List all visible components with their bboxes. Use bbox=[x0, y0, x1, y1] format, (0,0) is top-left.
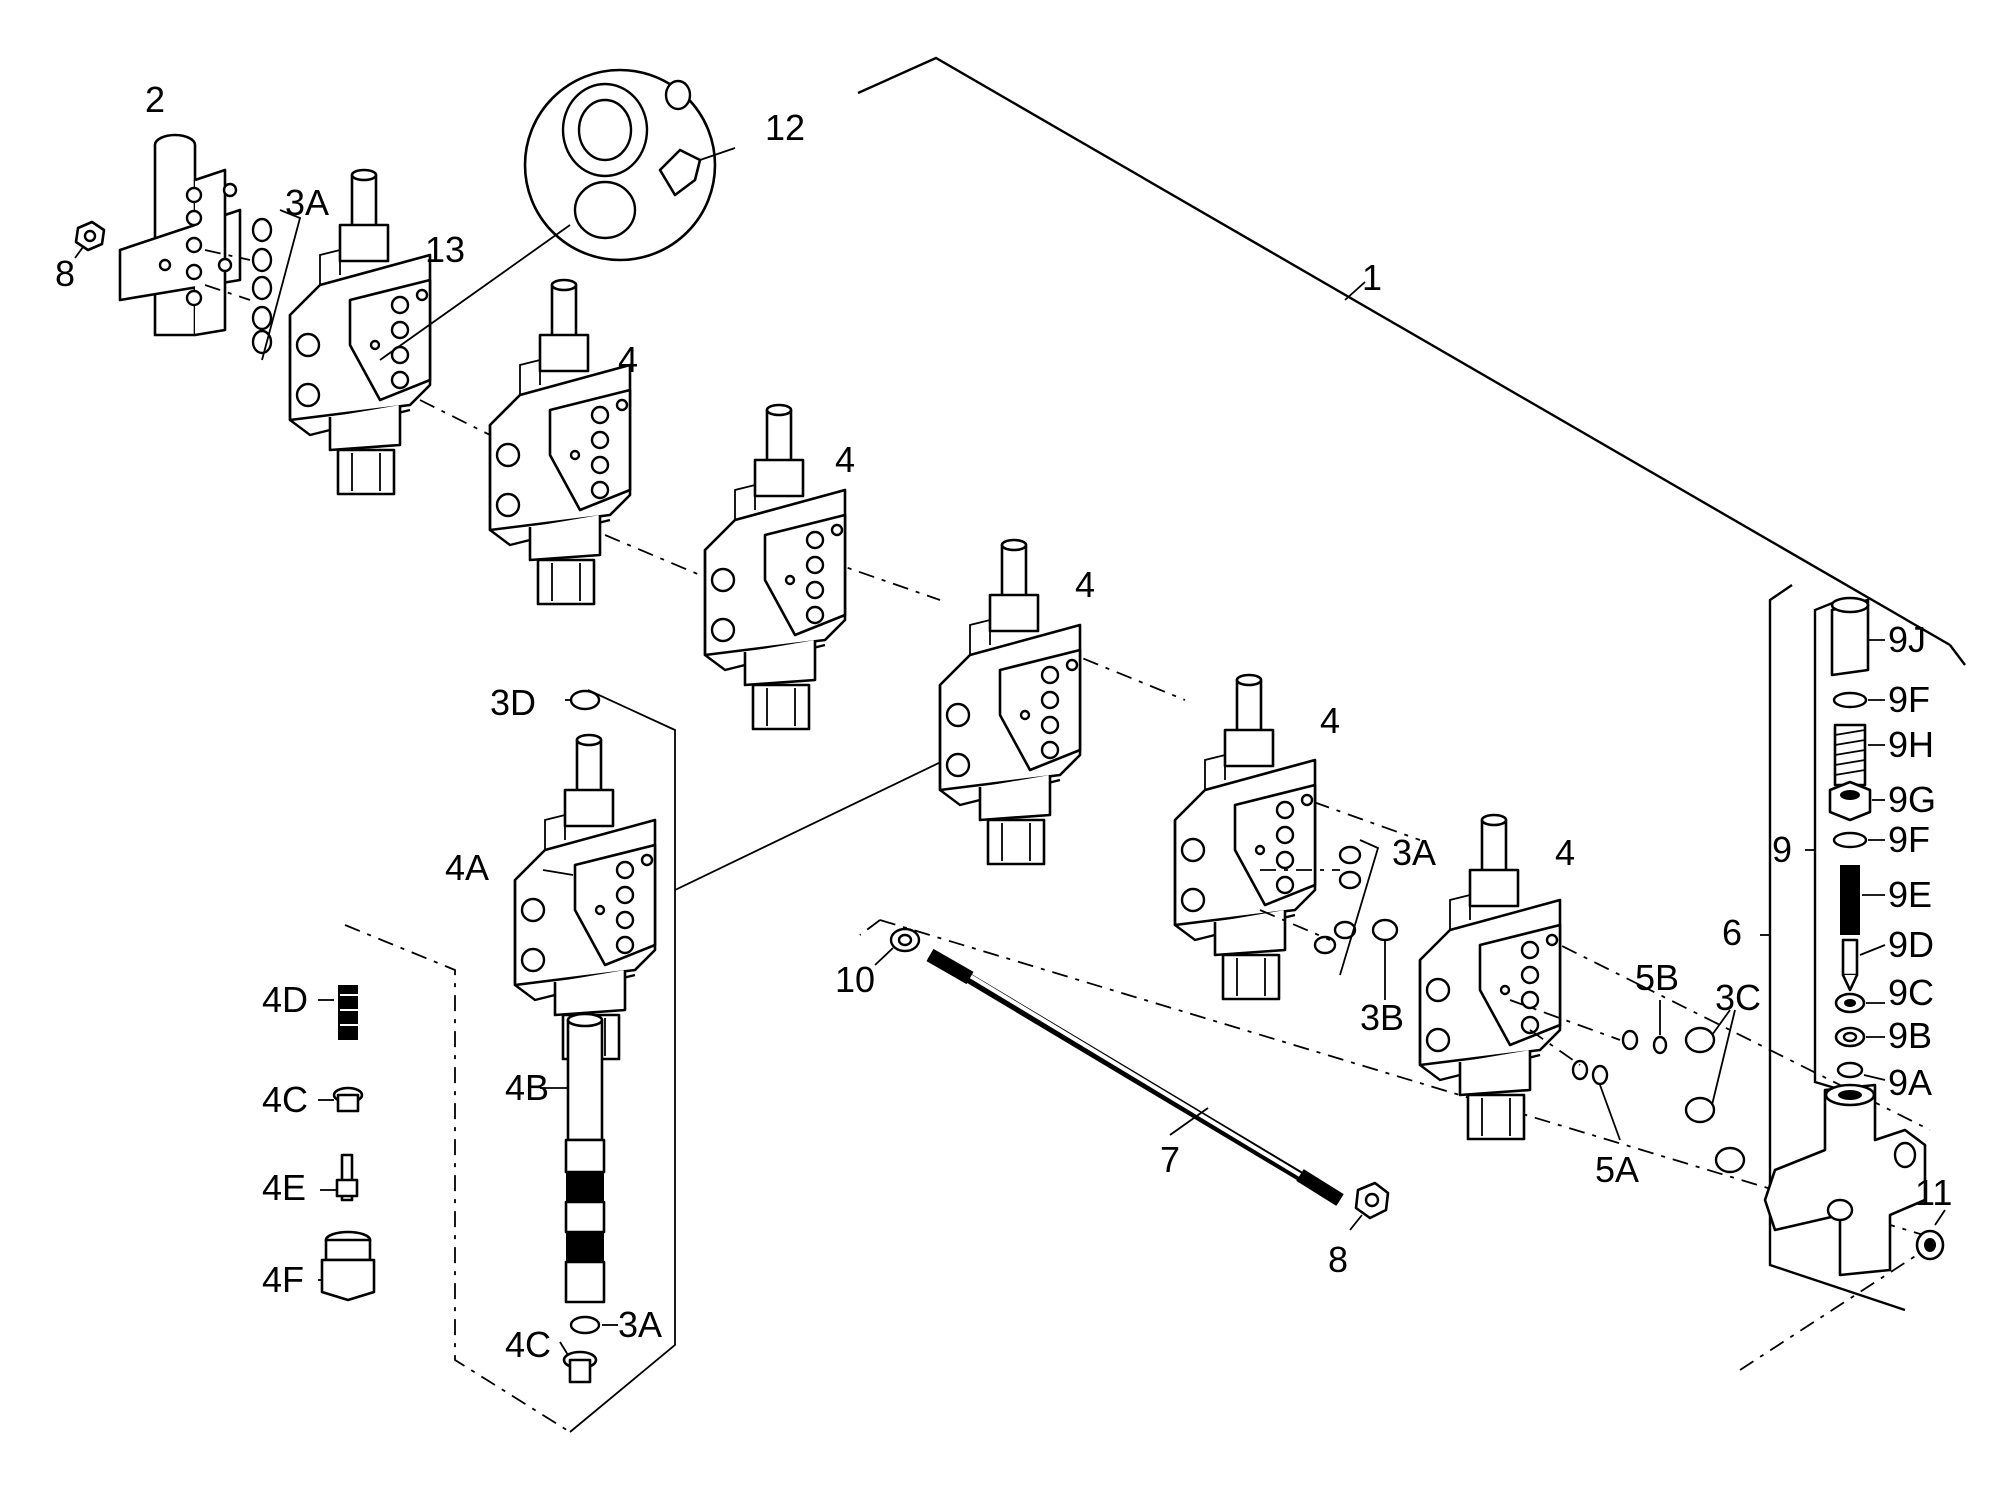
o-rings-3a-mid bbox=[1259, 839, 1399, 1000]
pin-4e bbox=[320, 1153, 359, 1202]
callout-labels: 1 2 3A 8 13 12 4 4 4 4 4 3D 4A 4D 4C 4E … bbox=[55, 79, 1952, 1365]
callout-9b: 9B bbox=[1888, 1015, 1932, 1056]
callout-8-bottom: 8 bbox=[1328, 1239, 1348, 1280]
callout-11: 11 bbox=[1915, 1172, 1952, 1213]
callout-9f-mid: 9F bbox=[1888, 819, 1930, 860]
nut-part-8-bottom bbox=[1349, 1181, 1390, 1231]
callout-9c: 9C bbox=[1888, 972, 1934, 1013]
ring-9f-mid bbox=[1832, 831, 1885, 849]
callout-4f: 4F bbox=[262, 1259, 304, 1300]
valve-section-4-e bbox=[1418, 813, 1562, 1141]
callout-9d: 9D bbox=[1888, 924, 1934, 965]
alignment-axis bbox=[419, 399, 1931, 1131]
o-rings-3a-top bbox=[204, 209, 302, 361]
callout-3b: 3B bbox=[1360, 997, 1404, 1038]
washer-part-10 bbox=[874, 927, 921, 966]
callout-1: 1 bbox=[1362, 257, 1382, 298]
bracket-6 bbox=[1760, 584, 1906, 1312]
callout-4c-lower: 4C bbox=[505, 1324, 551, 1365]
detail-circle-12 bbox=[379, 68, 736, 361]
callout-4a: 4A bbox=[445, 847, 489, 888]
valve-body-4a bbox=[513, 733, 657, 1061]
ring-9f-top bbox=[1832, 691, 1885, 709]
valve-section-4-c bbox=[938, 538, 1082, 866]
bracket-4a bbox=[344, 689, 946, 1433]
inlet-cover-part-2 bbox=[118, 133, 242, 337]
tie-rod-part-7 bbox=[926, 948, 1344, 1206]
callout-4e: 4E bbox=[262, 1167, 306, 1208]
ring-3a-bottom bbox=[569, 1315, 618, 1335]
callout-9g: 9G bbox=[1888, 779, 1936, 820]
cap-9j bbox=[1830, 596, 1885, 677]
nut-9g bbox=[1828, 780, 1885, 822]
callout-5a: 5A bbox=[1595, 1149, 1639, 1190]
seals-5a-5b bbox=[1509, 999, 1668, 1141]
relief-body bbox=[1763, 1083, 1927, 1277]
callout-6: 6 bbox=[1722, 912, 1742, 953]
ring-9b bbox=[1834, 1026, 1885, 1048]
valve-section-4-a bbox=[488, 278, 632, 606]
callout-13: 13 bbox=[425, 229, 465, 270]
cap-4c-upper bbox=[318, 1086, 364, 1113]
callout-9j: 9J bbox=[1888, 619, 1926, 660]
callout-4c-upper: 4C bbox=[262, 1079, 308, 1120]
callout-4d: 4D bbox=[262, 979, 308, 1020]
callout-4-a: 4 bbox=[618, 339, 638, 380]
plug-4f bbox=[318, 1230, 376, 1302]
callout-2: 2 bbox=[145, 79, 165, 120]
callout-3d: 3D bbox=[490, 682, 536, 723]
plug-part-11 bbox=[1915, 1209, 1946, 1261]
spring-4d bbox=[318, 985, 358, 1040]
callout-3a-bottom: 3A bbox=[618, 1304, 662, 1345]
ring-9a bbox=[1836, 1061, 1886, 1081]
adjuster-9e bbox=[1840, 865, 1885, 935]
valve-section-4-b bbox=[703, 403, 847, 731]
callout-4-e: 4 bbox=[1555, 832, 1575, 873]
cap-4c-lower bbox=[559, 1341, 598, 1384]
poppet-9d bbox=[1841, 938, 1886, 992]
callout-9f-top: 9F bbox=[1888, 679, 1930, 720]
valve-section-4-d bbox=[1173, 673, 1317, 1001]
callout-10: 10 bbox=[835, 959, 875, 1000]
ring-3d bbox=[565, 689, 601, 711]
nut-part-8-top bbox=[74, 220, 106, 259]
callout-12: 12 bbox=[765, 107, 805, 148]
seat-9c bbox=[1834, 992, 1885, 1014]
tie-rod-dashed-box bbox=[859, 919, 1941, 1371]
bracket-9 bbox=[1805, 600, 1836, 1090]
callout-7: 7 bbox=[1160, 1139, 1180, 1180]
assembly-bracket-1 bbox=[857, 56, 1966, 666]
callout-4-c: 4 bbox=[1075, 564, 1095, 605]
callout-3c: 3C bbox=[1715, 977, 1761, 1018]
callout-4-d: 4 bbox=[1320, 700, 1340, 741]
callout-5b: 5B bbox=[1635, 957, 1679, 998]
spring-9h bbox=[1833, 723, 1885, 787]
leader-1 bbox=[1344, 281, 1366, 301]
callout-4b: 4B bbox=[505, 1067, 549, 1108]
callout-8-top: 8 bbox=[55, 253, 75, 294]
callout-4-b: 4 bbox=[835, 439, 855, 480]
callout-9a: 9A bbox=[1888, 1062, 1932, 1103]
callout-9: 9 bbox=[1772, 829, 1792, 870]
spool-part-4b bbox=[540, 1012, 606, 1304]
callout-9h: 9H bbox=[1888, 724, 1934, 765]
washers-3c bbox=[1684, 1009, 1746, 1174]
callout-3a-mid: 3A bbox=[1392, 832, 1436, 873]
callout-3a-top: 3A bbox=[285, 182, 329, 223]
callout-9e: 9E bbox=[1888, 874, 1932, 915]
